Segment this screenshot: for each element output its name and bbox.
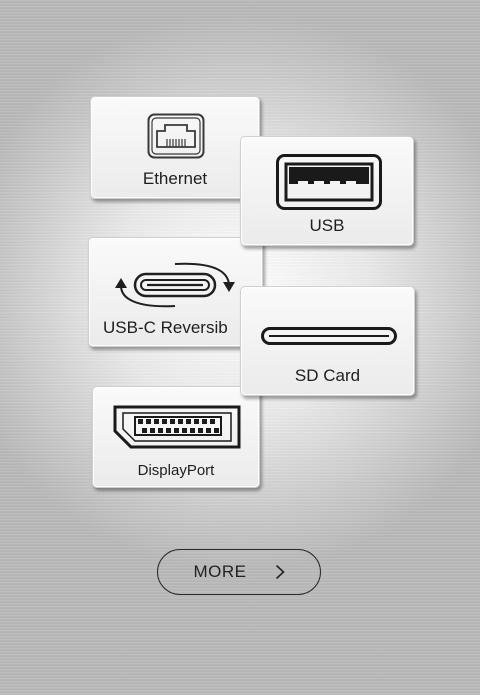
more-button-label: MORE (193, 562, 247, 581)
sd-card-card[interactable]: SD Card (240, 286, 415, 396)
chevron-right-icon (275, 564, 285, 580)
ethernet-label: Ethernet (142, 169, 208, 188)
more-button[interactable]: MORE (157, 549, 321, 595)
usb-c-reversible-label: USB-C Reversib (103, 318, 228, 337)
usb-c-reversible-card[interactable]: USB-C Reversib (88, 237, 263, 347)
ethernet-port-icon (147, 113, 205, 159)
usb-card[interactable]: USB (240, 136, 414, 246)
usb-label: USB (309, 216, 345, 235)
sd-card-slot-icon (261, 327, 397, 345)
ethernet-card[interactable]: Ethernet (90, 96, 260, 199)
sd-card-label: SD Card (294, 366, 361, 385)
usb-c-reversible-icon (115, 262, 235, 308)
displayport-card[interactable]: DisplayPort (92, 386, 260, 488)
displayport-label: DisplayPort (137, 462, 215, 479)
displayport-icon (113, 405, 241, 449)
usb-port-icon (276, 154, 382, 210)
